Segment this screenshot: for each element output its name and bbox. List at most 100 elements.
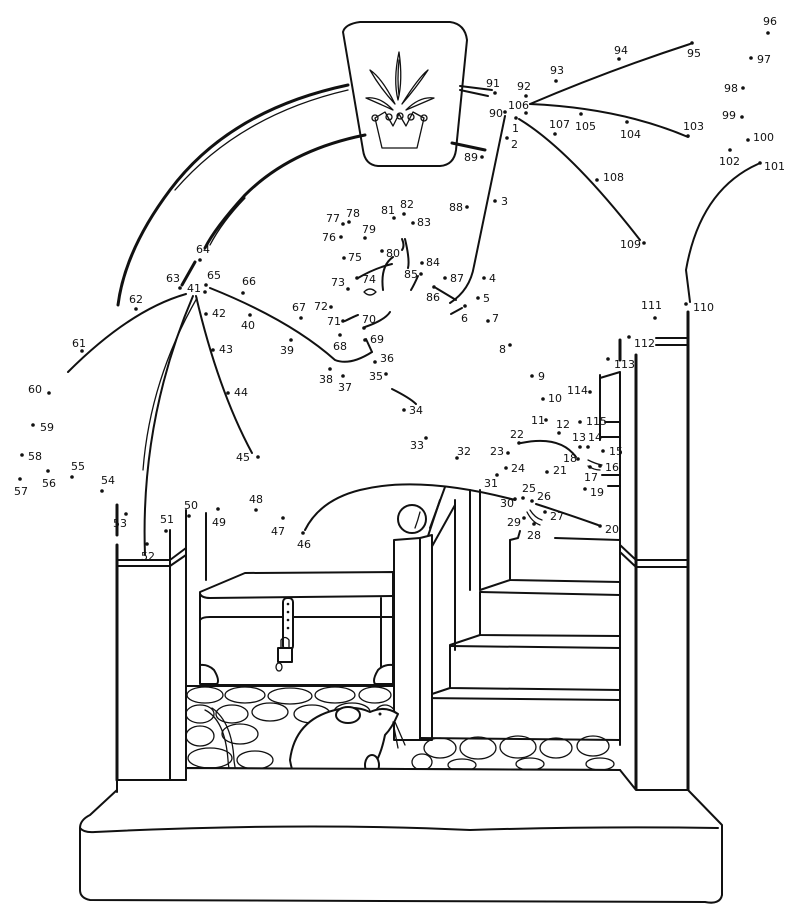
dot-point[interactable] xyxy=(684,302,688,306)
dot-point[interactable] xyxy=(513,497,517,501)
dot-point[interactable] xyxy=(420,261,424,265)
dot-20[interactable]: 20 xyxy=(598,523,619,536)
dot-90[interactable]: 90 xyxy=(489,107,507,120)
dot-point[interactable] xyxy=(341,374,345,378)
dot-87[interactable]: 87 xyxy=(443,272,464,285)
dot-point[interactable] xyxy=(588,390,592,394)
dot-point[interactable] xyxy=(46,469,50,473)
dot-49[interactable]: 49 xyxy=(212,507,226,529)
dot-66[interactable]: 66 xyxy=(241,275,256,295)
dot-10[interactable]: 10 xyxy=(541,392,562,405)
dot-71[interactable]: 71 xyxy=(327,315,345,328)
dot-35[interactable]: 35 xyxy=(369,370,388,383)
dot-point[interactable] xyxy=(586,445,590,449)
dot-point[interactable] xyxy=(384,372,388,376)
dot-point[interactable] xyxy=(465,205,469,209)
dot-point[interactable] xyxy=(402,408,406,412)
dot-112[interactable]: 112 xyxy=(627,335,655,350)
dot-111[interactable]: 111 xyxy=(641,299,662,320)
dot-point[interactable] xyxy=(758,161,762,165)
dot-17[interactable]: 17 xyxy=(584,465,598,484)
dot-76[interactable]: 76 xyxy=(322,231,343,244)
dot-point[interactable] xyxy=(347,220,351,224)
dot-69[interactable]: 69 xyxy=(363,333,384,346)
dot-54[interactable]: 54 xyxy=(100,474,115,493)
dot-1[interactable]: 1 xyxy=(512,116,519,135)
dot-21[interactable]: 21 xyxy=(545,464,567,477)
dot-31[interactable]: 31 xyxy=(484,473,499,490)
dot-95[interactable]: 95 xyxy=(687,41,701,60)
dot-97[interactable]: 97 xyxy=(749,53,771,66)
dot-point[interactable] xyxy=(588,465,592,469)
dot-point[interactable] xyxy=(653,316,657,320)
dot-40[interactable]: 40 xyxy=(241,313,255,332)
dot-55[interactable]: 55 xyxy=(70,460,85,479)
dot-point[interactable] xyxy=(508,343,512,347)
dot-42[interactable]: 42 xyxy=(204,307,226,320)
dot-point[interactable] xyxy=(486,319,490,323)
dot-14[interactable]: 14 xyxy=(586,431,602,449)
dot-114[interactable]: 114 xyxy=(567,384,592,397)
dot-point[interactable] xyxy=(579,112,583,116)
dot-point[interactable] xyxy=(493,199,497,203)
dot-point[interactable] xyxy=(455,456,459,460)
dot-point[interactable] xyxy=(256,455,260,459)
dot-point[interactable] xyxy=(553,132,557,136)
dot-point[interactable] xyxy=(419,272,423,276)
dot-point[interactable] xyxy=(402,212,406,216)
dot-point[interactable] xyxy=(557,431,561,435)
dot-point[interactable] xyxy=(506,451,510,455)
dot-48[interactable]: 48 xyxy=(249,493,263,512)
dot-point[interactable] xyxy=(342,256,346,260)
dot-93[interactable]: 93 xyxy=(550,64,564,83)
dot-39[interactable]: 39 xyxy=(280,338,294,357)
dot-point[interactable] xyxy=(617,57,621,61)
dot-point[interactable] xyxy=(598,464,602,468)
dot-98[interactable]: 98 xyxy=(724,82,745,95)
dot-point[interactable] xyxy=(521,496,525,500)
dot-point[interactable] xyxy=(204,283,208,287)
dot-72[interactable]: 72 xyxy=(314,300,333,313)
dot-19[interactable]: 19 xyxy=(583,486,604,499)
dot-point[interactable] xyxy=(480,155,484,159)
dot-point[interactable] xyxy=(281,516,285,520)
dot-6[interactable]: 6 xyxy=(461,304,468,325)
dot-point[interactable] xyxy=(134,307,138,311)
dot-28[interactable]: 28 xyxy=(527,522,541,542)
dot-53[interactable]: 53 xyxy=(113,512,128,530)
dot-point[interactable] xyxy=(341,319,345,323)
dot-75[interactable]: 75 xyxy=(342,251,362,264)
dot-43[interactable]: 43 xyxy=(211,343,233,356)
dot-point[interactable] xyxy=(380,249,384,253)
dot-point[interactable] xyxy=(424,436,428,440)
dot-30[interactable]: 30 xyxy=(500,497,517,510)
dot-point[interactable] xyxy=(642,241,646,245)
dot-63[interactable]: 63 xyxy=(166,272,182,290)
dot-64[interactable]: 64 xyxy=(196,243,210,262)
dot-60[interactable]: 60 xyxy=(28,383,51,396)
dot-115[interactable]: 115 xyxy=(578,415,607,428)
dot-point[interactable] xyxy=(187,514,191,518)
dot-point[interactable] xyxy=(299,316,303,320)
dot-point[interactable] xyxy=(241,291,245,295)
dot-point[interactable] xyxy=(524,94,528,98)
dot-74[interactable]: 74 xyxy=(355,273,376,286)
dot-point[interactable] xyxy=(746,138,750,142)
dot-57[interactable]: 57 xyxy=(14,477,28,498)
dot-91[interactable]: 91 xyxy=(486,77,500,95)
dot-point[interactable] xyxy=(543,510,547,514)
dot-96[interactable]: 96 xyxy=(763,15,777,35)
dot-point[interactable] xyxy=(530,499,534,503)
dot-113[interactable]: 113 xyxy=(606,357,635,371)
dot-point[interactable] xyxy=(578,420,582,424)
dot-point[interactable] xyxy=(576,457,580,461)
dot-105[interactable]: 105 xyxy=(575,112,596,133)
dot-23[interactable]: 23 xyxy=(490,445,510,458)
dot-point[interactable] xyxy=(532,522,536,526)
dot-70[interactable]: 70 xyxy=(362,313,376,330)
dot-33[interactable]: 33 xyxy=(410,436,428,452)
dot-point[interactable] xyxy=(203,290,207,294)
dot-point[interactable] xyxy=(363,236,367,240)
dot-45[interactable]: 45 xyxy=(236,451,260,464)
dot-89[interactable]: 89 xyxy=(464,151,484,164)
